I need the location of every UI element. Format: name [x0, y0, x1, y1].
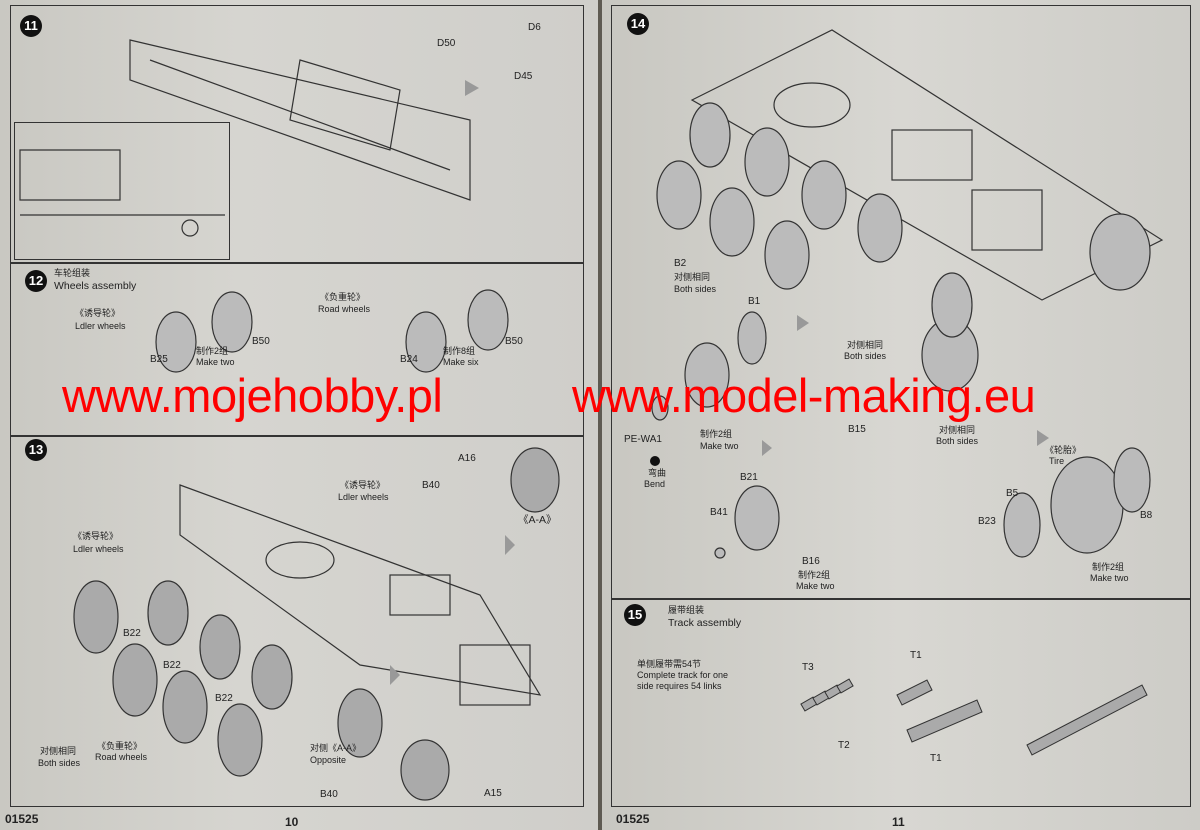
part-label: T2 [838, 740, 850, 751]
label-cn: 《负重轮》 [320, 292, 366, 302]
step-number: 14 [627, 13, 649, 35]
engine-inset [14, 122, 230, 260]
part-label: T1 [910, 650, 922, 661]
step-number: 13 [25, 439, 47, 461]
label: Both sides [936, 436, 979, 446]
label-cn: 制作2组 [1092, 562, 1125, 572]
part-label: B22 [215, 693, 233, 704]
part-label: D6 [528, 22, 541, 33]
part-label: B5 [1006, 488, 1019, 499]
part-label: B15 [848, 424, 866, 435]
part-label: D45 [514, 71, 533, 82]
part-label: B16 [802, 556, 820, 567]
part-label: B22 [123, 628, 141, 639]
label: Road wheels [318, 304, 371, 314]
label: Both sides [674, 284, 717, 294]
step-14-panel [611, 5, 1191, 600]
label-cn: 对侧相同 [847, 340, 884, 350]
product-code: 01525 [616, 812, 650, 826]
label: Make two [700, 441, 739, 451]
part-label: B50 [505, 336, 523, 347]
step-number: 11 [20, 15, 42, 37]
vehicle-wheels-illustration [650, 29, 1164, 559]
label: Ldler wheels [75, 321, 126, 331]
watermark-2: www.model-making.eu [572, 369, 1036, 422]
step-13-panel [10, 435, 584, 807]
step-12-panel [10, 262, 584, 437]
label-cn: 制作2组 [196, 346, 229, 356]
label: Ldler wheels [338, 492, 389, 502]
wheel-illustration [155, 289, 509, 373]
label: Make two [1090, 573, 1129, 583]
label-cn: 对侧相同 [939, 425, 976, 435]
label-cn: 弯曲 [648, 468, 667, 478]
label: Make six [443, 357, 479, 367]
label: Make two [796, 581, 835, 591]
label: Make two [196, 357, 235, 367]
note: side requires 54 links [637, 681, 722, 691]
part-label: B8 [1140, 510, 1153, 521]
step-title: Track assembly [668, 617, 742, 629]
part-label: B24 [400, 354, 418, 365]
part-label: B40 [422, 480, 440, 491]
part-label: B40 [320, 789, 338, 800]
step-title: Wheels assembly [54, 280, 137, 292]
part-label: B22 [163, 660, 181, 671]
label-cn: 《轮胎》 [1045, 445, 1082, 455]
left-page: 11 D6 D50 D45 12 车轮组装 Wheels assembly 《诱… [0, 0, 598, 830]
step-11-panel [10, 5, 584, 264]
label: Both sides [844, 351, 887, 361]
chassis-wheels-illustration [73, 447, 560, 801]
note: Complete track for one [637, 670, 729, 680]
label-cn: 《诱导轮》 [73, 531, 119, 541]
page-number: 10 [285, 815, 299, 829]
part-label: PE-WA1 [624, 434, 662, 445]
label: Tire [1049, 456, 1065, 466]
label-cn: 《负重轮》 [97, 741, 143, 751]
label-cn: 对侧《A-A》 [310, 743, 362, 753]
label-cn: 制作2组 [798, 570, 831, 580]
note-cn: 单侧履带需54节 [637, 659, 702, 669]
step-title-cn: 履带组装 [668, 605, 705, 615]
part-label: A15 [484, 788, 502, 799]
part-label: B23 [978, 516, 996, 527]
label-cn: 制作8组 [443, 346, 476, 356]
part-label: B41 [710, 507, 728, 518]
track-illustration [800, 678, 1148, 756]
right-page: 14 B2 对侧相同 Both sides B1 对侧相同 Both sides… [602, 0, 1200, 830]
product-code: 01525 [5, 812, 39, 826]
part-label: B21 [740, 472, 758, 483]
label: Ldler wheels [73, 544, 124, 554]
part-label: D50 [437, 38, 456, 49]
part-label: A16 [458, 453, 476, 464]
page-number: 11 [892, 815, 905, 829]
label: Both sides [38, 758, 81, 768]
part-label: T3 [802, 662, 814, 673]
part-label: B1 [748, 296, 761, 307]
label: Opposite [310, 755, 347, 765]
label-cn: 制作2组 [700, 429, 733, 439]
label: Road wheels [95, 752, 148, 762]
label: Bend [644, 479, 666, 489]
label-cn: 对侧相同 [674, 272, 711, 282]
watermark-1: www.mojehobby.pl [62, 369, 443, 422]
part-label: B50 [252, 336, 270, 347]
step-number: 12 [25, 270, 47, 292]
step-title-cn: 车轮组装 [54, 268, 91, 278]
view-label: 《A-A》 [518, 514, 557, 526]
part-label: B25 [150, 354, 168, 365]
part-label: T1 [930, 753, 942, 764]
label-cn: 对侧相同 [40, 746, 77, 756]
label-cn: 《诱导轮》 [340, 480, 386, 490]
step-15-panel [611, 598, 1191, 807]
step-number: 15 [624, 604, 646, 626]
label-cn: 《诱导轮》 [75, 308, 121, 318]
chassis-illustration [19, 39, 479, 237]
part-label: B2 [674, 258, 687, 269]
